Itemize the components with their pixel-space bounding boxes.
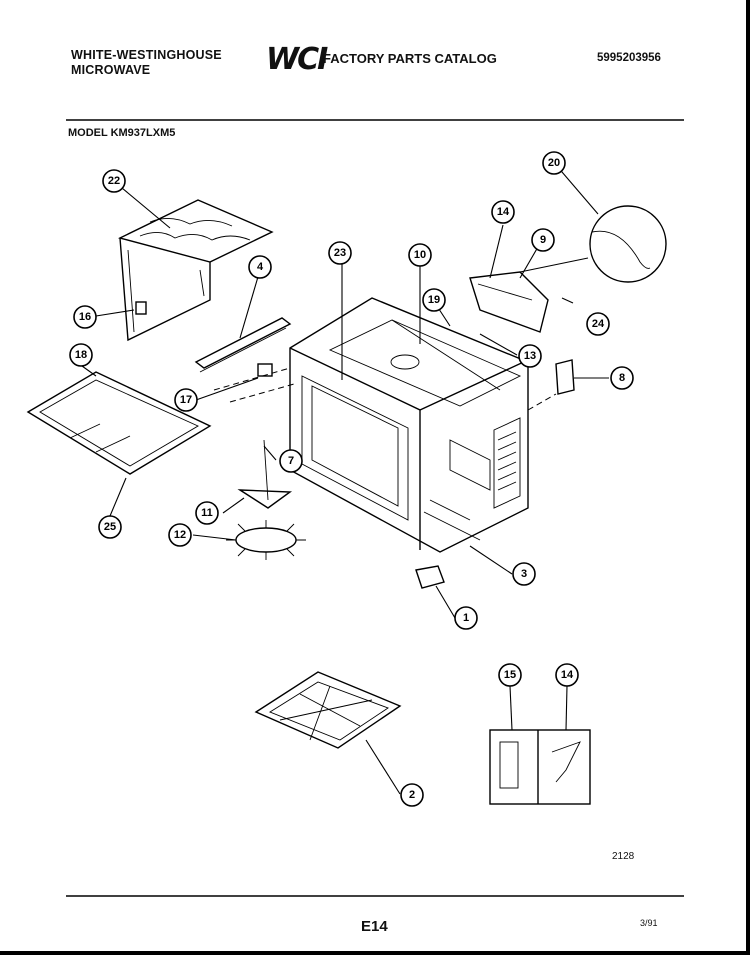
callout-14-top: 14	[491, 200, 515, 224]
svg-text:23: 23	[334, 247, 346, 259]
svg-text:7: 7	[288, 455, 294, 467]
date-code: 3/91	[640, 918, 658, 928]
svg-text:10: 10	[414, 249, 426, 261]
svg-text:8: 8	[619, 372, 625, 384]
svg-text:25: 25	[104, 521, 116, 533]
svg-text:1: 1	[463, 612, 469, 624]
oven-cavity-part	[289, 297, 529, 553]
svg-text:14: 14	[497, 206, 510, 218]
assembly-line	[527, 393, 557, 411]
outer-cabinet-part	[118, 199, 274, 342]
parts-inset-box	[489, 729, 591, 805]
callout-3: 3	[512, 562, 536, 586]
callout-4: 4	[248, 255, 272, 279]
bracket-part	[194, 317, 292, 373]
latch-part	[555, 359, 575, 395]
callout-16: 16	[73, 305, 97, 329]
callout-2: 2	[400, 783, 424, 807]
assembly-line	[213, 367, 291, 391]
callout-25: 25	[98, 515, 122, 539]
svg-text:16: 16	[79, 311, 91, 323]
assembly-line	[229, 383, 295, 403]
page-number: E14	[361, 918, 388, 935]
svg-text:24: 24	[592, 318, 605, 330]
callout-11: 11	[195, 501, 219, 525]
svg-text:19: 19	[428, 294, 440, 306]
svg-text:14: 14	[561, 669, 574, 681]
catalog-number: 5995203956	[597, 52, 661, 64]
svg-text:11: 11	[201, 507, 213, 519]
callout-15: 15	[498, 663, 522, 687]
switch-component-part	[257, 363, 273, 377]
product-type: MICROWAVE	[71, 63, 151, 77]
glass-tray-part	[254, 671, 402, 749]
callout-23: 23	[328, 241, 352, 265]
svg-text:17: 17	[180, 394, 192, 406]
foot-part	[415, 565, 445, 589]
svg-text:20: 20	[548, 157, 560, 169]
power-cord-part	[589, 205, 667, 283]
callout-13: 13	[518, 344, 542, 368]
wci-logo: WCI	[266, 42, 328, 77]
catalog-title: FACTORY PARTS CATALOG	[323, 51, 497, 66]
svg-text:22: 22	[108, 175, 120, 187]
svg-text:18: 18	[75, 349, 87, 361]
svg-text:13: 13	[524, 350, 536, 362]
brand-name: WHITE-WESTINGHOUSE	[71, 48, 222, 62]
panel-tray-part	[26, 371, 212, 475]
svg-text:9: 9	[540, 234, 546, 246]
callout-19: 19	[422, 288, 446, 312]
model-label: MODEL KM937LXM5	[68, 127, 176, 139]
svg-text:15: 15	[504, 669, 516, 681]
callout-1: 1	[454, 606, 478, 630]
drawing-number: 2128	[612, 851, 635, 862]
callout-20: 20	[542, 151, 566, 175]
svg-text:12: 12	[174, 529, 186, 541]
callout-24: 24	[586, 312, 610, 336]
callout-7: 7	[279, 449, 303, 473]
leader-lines	[81, 164, 609, 795]
callout-22: 22	[102, 169, 126, 193]
callout-12: 12	[168, 523, 192, 547]
callout-8: 8	[610, 366, 634, 390]
callout-9: 9	[531, 228, 555, 252]
svg-text:4: 4	[257, 261, 264, 273]
callout-10: 10	[408, 243, 432, 267]
callout-17: 17	[174, 388, 198, 412]
svg-text:2: 2	[409, 789, 415, 801]
hinge-assembly-part	[469, 257, 589, 333]
callout-18: 18	[69, 343, 93, 367]
svg-text:3: 3	[521, 568, 527, 580]
callout-14-inset: 14	[555, 663, 579, 687]
